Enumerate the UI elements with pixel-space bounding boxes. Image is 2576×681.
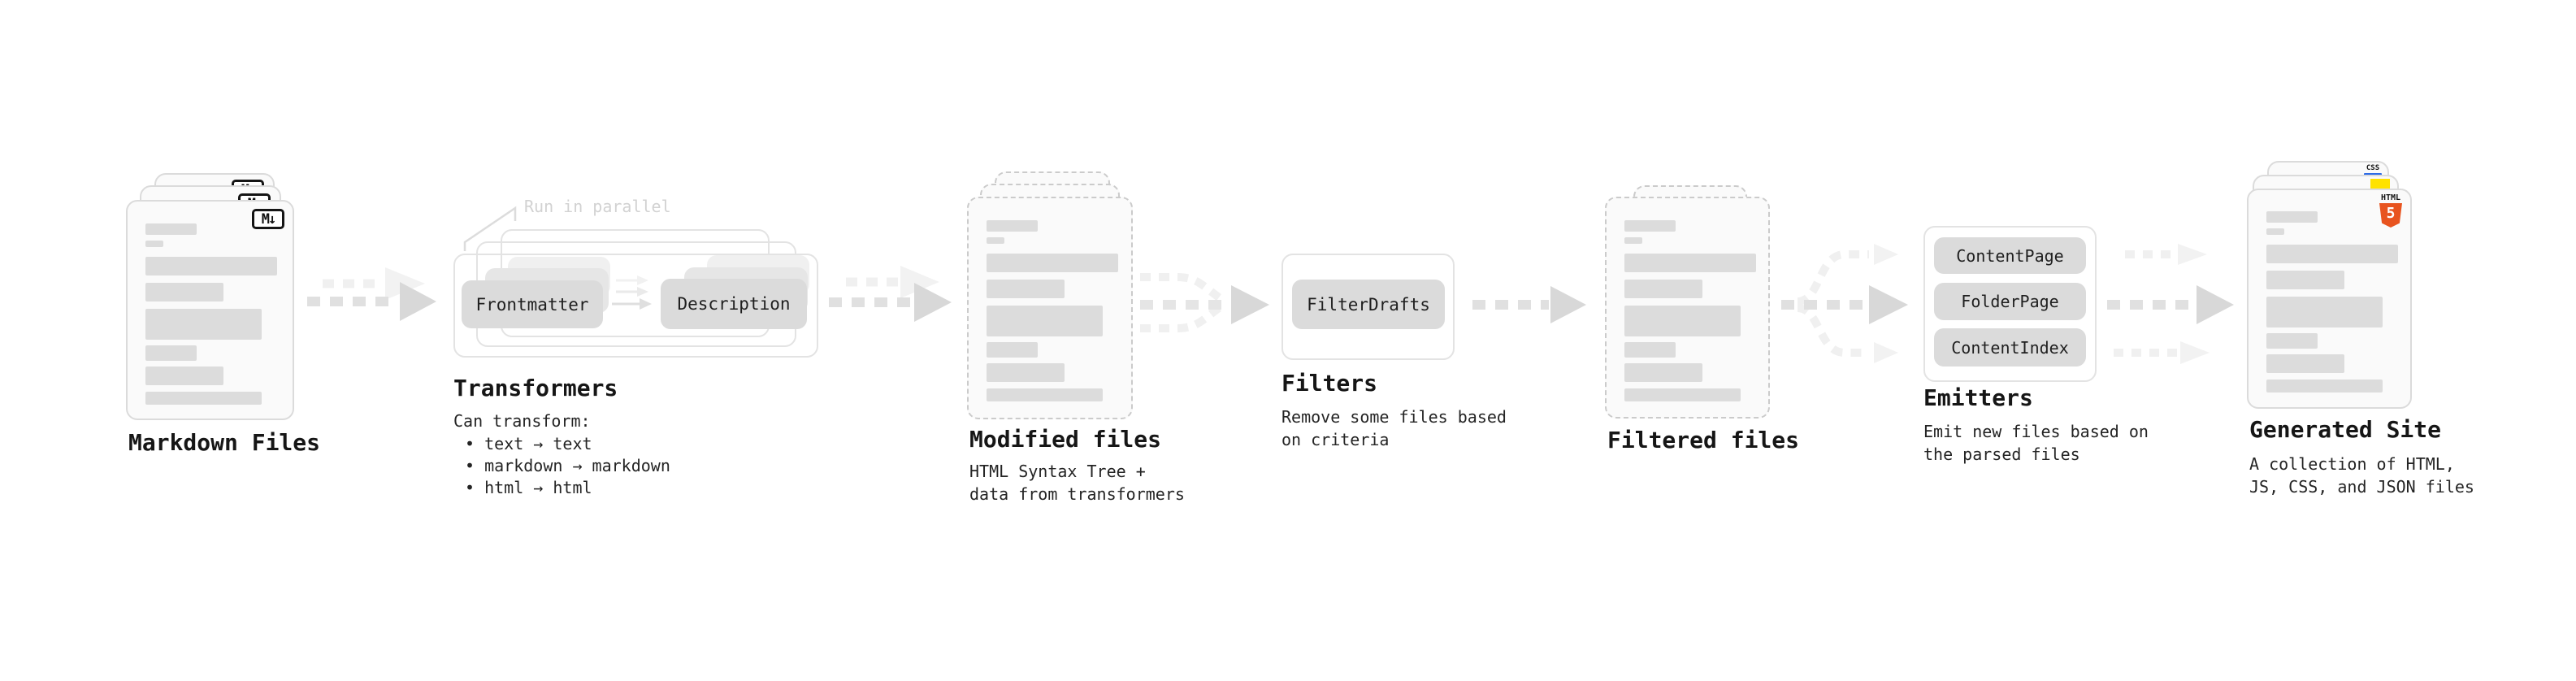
filtered-file-card-front <box>1605 197 1770 419</box>
emitters-box <box>1923 226 2097 382</box>
run-in-parallel-label: Run in parallel <box>524 197 671 216</box>
frontmatter-pill: Frontmatter <box>462 280 603 328</box>
skeleton-bar <box>145 223 197 235</box>
skeleton-bar <box>2266 297 2383 327</box>
skeleton-bar <box>1624 342 1676 358</box>
html5-icon-text: HTML <box>2380 193 2401 202</box>
subtitle-line: HTML Syntax Tree + <box>969 462 1146 481</box>
subtitle-line: A collection of HTML, <box>2249 454 2455 474</box>
skeleton-bar <box>987 280 1065 298</box>
filters-label: Filters <box>1281 370 1378 397</box>
description-pill: Description <box>661 279 807 329</box>
bullet-item: • html → html <box>465 478 592 497</box>
html5-shield: 5 <box>2379 203 2402 228</box>
transformer-box-front <box>453 254 818 358</box>
html5-number: 5 <box>2386 205 2396 222</box>
skeleton-bar <box>987 220 1038 232</box>
arrow-transformers-to-modified <box>829 266 952 322</box>
contentindex-pill: ContentIndex <box>1934 328 2086 367</box>
skeleton-bar <box>145 241 163 247</box>
skeleton-bar <box>1624 306 1741 336</box>
skeleton-bar <box>145 392 262 405</box>
subtitle-line: the parsed files <box>1923 445 2080 464</box>
contentpage-pill: ContentPage <box>1934 237 2086 274</box>
markdown-files-label: Markdown Files <box>128 429 321 456</box>
skeleton-bar <box>2266 354 2344 373</box>
modified-files-subtitle: HTML Syntax Tree + data from transformer… <box>969 460 1185 505</box>
skeleton-bar <box>1624 363 1702 382</box>
arrow-emitters-to-site <box>2107 244 2234 364</box>
subtitle-line: Remove some files based <box>1281 407 1507 427</box>
filterdrafts-pill: FilterDrafts <box>1292 280 1445 329</box>
skeleton-bar <box>145 345 197 361</box>
folderpage-pill: FolderPage <box>1934 283 2086 320</box>
arrow-merge-to-filters <box>1140 273 1269 332</box>
transformers-subtitle: Can transform: <box>453 411 591 431</box>
skeleton-bar <box>987 342 1038 358</box>
skeleton-bar <box>145 309 262 340</box>
skeleton-bar <box>2266 245 2398 263</box>
document-skeleton <box>145 223 277 405</box>
html5-icon: HTML 5 <box>2378 194 2404 228</box>
subtitle-line: JS, CSS, and JSON files <box>2249 477 2474 497</box>
skeleton-bar <box>987 306 1103 336</box>
skeleton-bar <box>2266 380 2383 393</box>
skeleton-bar <box>1624 388 1741 401</box>
skeleton-bar <box>1624 237 1642 244</box>
generated-site-label: Generated Site <box>2249 416 2442 443</box>
emitters-label: Emitters <box>1923 384 2033 411</box>
skeleton-bar <box>1624 280 1702 298</box>
modified-files-label: Modified files <box>969 426 1162 453</box>
skeleton-bar <box>987 363 1065 382</box>
skeleton-bar <box>1624 254 1756 272</box>
skeleton-bar <box>145 257 277 275</box>
arrow-fanout-to-emitters <box>1781 244 1908 363</box>
filters-subtitle: Remove some files based on criteria <box>1281 406 1507 451</box>
skeleton-bar <box>1624 220 1676 232</box>
site-file-card-html: HTML 5 <box>2247 189 2412 409</box>
modified-file-card-front <box>967 197 1133 419</box>
js-icon <box>2370 179 2390 189</box>
subtitle-line: Emit new files based on <box>1923 422 2149 441</box>
skeleton-bar <box>145 367 223 385</box>
subtitle-line: data from transformers <box>969 484 1185 504</box>
generated-site-subtitle: A collection of HTML, JS, CSS, and JSON … <box>2249 453 2474 498</box>
skeleton-bar <box>987 237 1004 244</box>
document-skeleton <box>987 220 1118 401</box>
transformers-bullet-list: • text → text • markdown → markdown • ht… <box>465 433 670 499</box>
bullet-item: • markdown → markdown <box>465 456 670 475</box>
filters-box <box>1281 254 1455 360</box>
arrow-filters-to-filtered <box>1472 286 1586 323</box>
skeleton-bar <box>2266 333 2318 349</box>
skeleton-bar <box>145 283 223 301</box>
skeleton-bar <box>2266 228 2284 235</box>
arrow-markdown-to-transformers <box>307 267 436 321</box>
skeleton-bar <box>2266 271 2344 289</box>
markdown-file-card-front: M↓ <box>126 200 294 420</box>
subtitle-line: on criteria <box>1281 430 1390 449</box>
transformers-label: Transformers <box>453 375 618 401</box>
emitters-subtitle: Emit new files based on the parsed files <box>1923 420 2149 466</box>
bullet-item: • text → text <box>465 434 592 453</box>
css-icon-text: CSS <box>2366 164 2380 172</box>
document-skeleton <box>1624 220 1756 401</box>
skeleton-bar <box>2266 211 2318 223</box>
skeleton-bar <box>987 388 1103 401</box>
skeleton-bar <box>987 254 1118 272</box>
markdown-icon: M↓ <box>252 209 284 229</box>
filtered-files-label: Filtered files <box>1607 427 1800 453</box>
document-skeleton <box>2266 211 2398 393</box>
